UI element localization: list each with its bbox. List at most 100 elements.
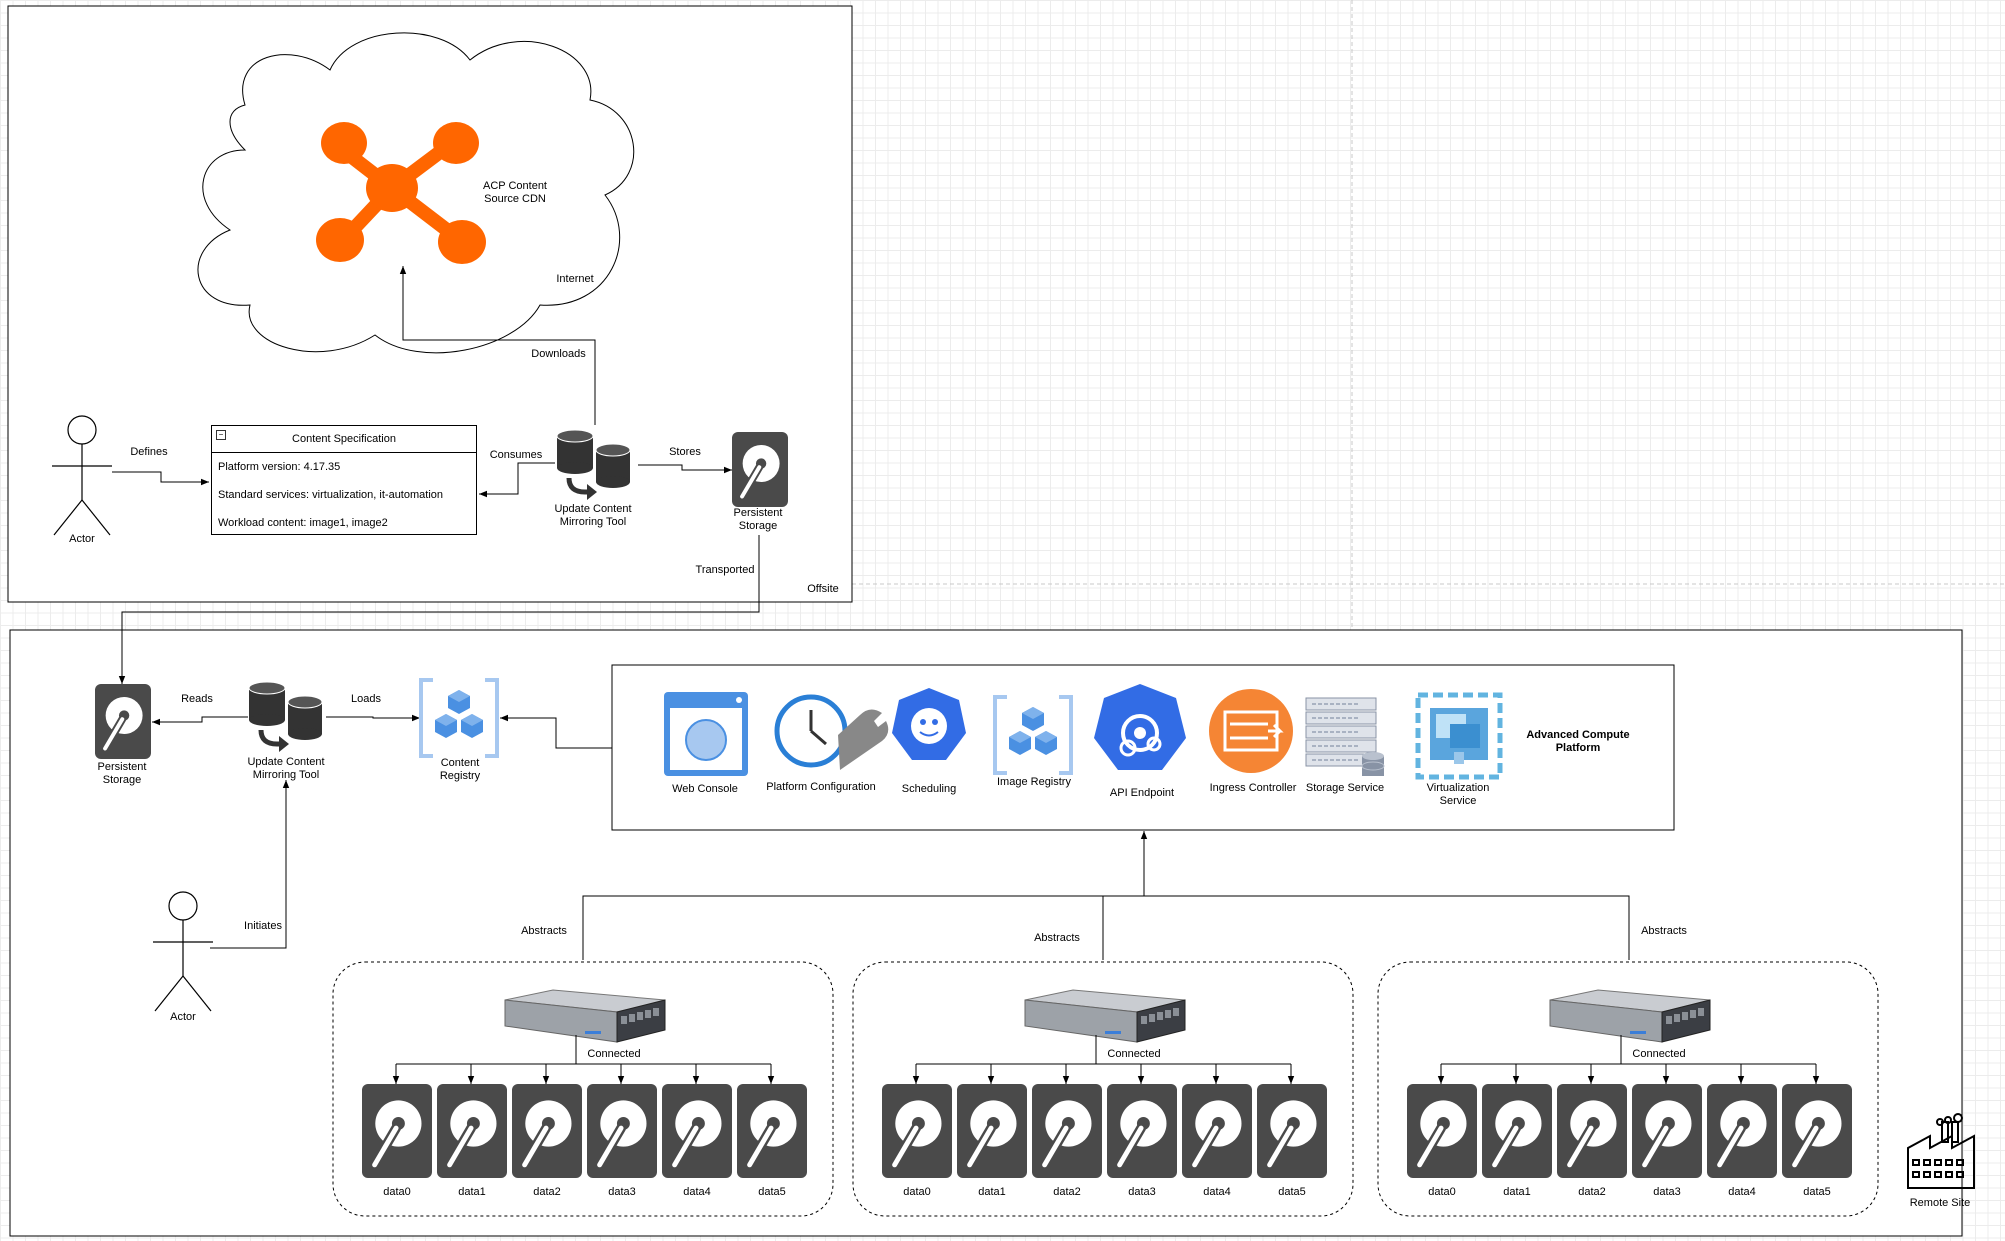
- service-label-virtualization: Virtualization Service: [1426, 782, 1490, 807]
- offsite-mirror-tool-label: Update Content Mirroring Tool: [554, 503, 632, 528]
- node-0-disk-icon-5: [737, 1084, 807, 1178]
- node-2-disk-icon-3: [1632, 1084, 1702, 1178]
- node-1-disk-label-3: data3: [1128, 1186, 1156, 1198]
- defines-label: Defines: [130, 446, 168, 458]
- node-2-connected-label: Connected: [1632, 1048, 1686, 1060]
- remote-actor-label: Actor: [170, 1011, 196, 1023]
- node-group-2: [1377, 961, 1879, 1217]
- api-endpoint-icon: [1094, 684, 1186, 770]
- service-label-image-registry: Image Registry: [997, 776, 1071, 788]
- node-2-disk-icon-5: [1782, 1084, 1852, 1178]
- consumes-label: Consumes: [489, 449, 543, 461]
- loads-label: Loads: [351, 693, 381, 705]
- content-specification-title: Content Specification: [292, 433, 396, 445]
- node-2-disk-label-0: data0: [1428, 1186, 1456, 1198]
- ingress-controller-icon: [1209, 689, 1293, 773]
- web-console-icon: [664, 692, 748, 776]
- transported-connector: [118, 535, 760, 684]
- platform-title: Advanced Compute Platform: [1526, 729, 1630, 754]
- remote-actor-icon: [153, 891, 213, 1012]
- virtualization-icon: [1415, 692, 1503, 780]
- platform-config-icon: [774, 694, 889, 770]
- node-1-connected-label: Connected: [1107, 1048, 1161, 1060]
- node-1-disk-icon-0: [882, 1084, 952, 1178]
- abstracts-label-0: Abstracts: [521, 925, 567, 937]
- offsite-actor-label: Actor: [69, 533, 95, 545]
- node-1-disk-icon-2: [1032, 1084, 1102, 1178]
- service-label-scheduling: Scheduling: [901, 783, 957, 795]
- offsite-persistent-storage-icon: [732, 432, 788, 507]
- node-1-disk-label-1: data1: [978, 1186, 1006, 1198]
- node-2-disk-icon-2: [1557, 1084, 1627, 1178]
- spec-row-platform-version: Platform version: 4.17.35: [218, 461, 341, 473]
- service-label-storage-service: Storage Service: [1305, 782, 1385, 794]
- storage-service-icon: [1305, 697, 1385, 776]
- node-0-connected-label: Connected: [587, 1048, 641, 1060]
- loads-connector: [326, 714, 420, 722]
- node-1-disk-label-0: data0: [903, 1186, 931, 1198]
- offsite-storage-label: Persistent Storage: [733, 507, 783, 532]
- platform-to-registry-connector: [500, 714, 612, 749]
- remote-persistent-storage-icon: [95, 684, 151, 759]
- node-1-disk-icon-1: [957, 1084, 1027, 1178]
- spec-row-workload-content: Workload content: image1, image2: [218, 517, 388, 529]
- node-2-disk-icon-4: [1707, 1084, 1777, 1178]
- node-2-connector-tree: [1437, 1035, 1820, 1084]
- node-2-disk-label-3: data3: [1653, 1186, 1681, 1198]
- reads-label: Reads: [181, 693, 213, 705]
- stores-label: Stores: [669, 446, 701, 458]
- abstracts-label-2: Abstracts: [1641, 925, 1687, 937]
- node-1-disk-icon-4: [1182, 1084, 1252, 1178]
- node-2-disk-label-1: data1: [1503, 1186, 1531, 1198]
- downloads-connector: [399, 266, 596, 425]
- collapse-icon[interactable]: −: [216, 430, 226, 440]
- node-0-disk-icon-2: [512, 1084, 582, 1178]
- initiates-connector: [210, 780, 290, 949]
- remote-mirror-tool-icon: [248, 681, 323, 752]
- content-specification-header: − Content Specification: [212, 426, 476, 453]
- factory-icon: [1907, 1113, 1975, 1189]
- service-label-ingress-controller: Ingress Controller: [1209, 782, 1297, 794]
- scheduling-icon: [892, 688, 966, 760]
- node-2-disk-icon-1: [1482, 1084, 1552, 1178]
- defines-connector: [112, 471, 209, 486]
- node-1-server-icon: [1024, 989, 1186, 1043]
- cdn-network-icon: [316, 122, 486, 264]
- remote-mirror-tool-label: Update Content Mirroring Tool: [247, 756, 325, 781]
- node-0-disk-label-5: data5: [758, 1186, 786, 1198]
- node-2-disk-label-5: data5: [1803, 1186, 1831, 1198]
- node-group-1: [852, 961, 1354, 1217]
- node-0-disk-label-1: data1: [458, 1186, 486, 1198]
- stores-connector: [638, 464, 732, 474]
- transported-label: Transported: [695, 564, 755, 576]
- cdn-label: ACP Content Source CDN: [482, 180, 547, 205]
- node-2-disk-icon-0: [1407, 1084, 1477, 1178]
- service-label-api-endpoint: API Endpoint: [1109, 787, 1175, 799]
- offsite-actor-icon: [52, 415, 112, 536]
- content-specification[interactable]: − Content Specification Platform version…: [211, 425, 477, 535]
- remote-site-label: Remote Site: [1909, 1197, 1971, 1209]
- node-2-disk-label-4: data4: [1728, 1186, 1756, 1198]
- node-2-disk-label-2: data2: [1578, 1186, 1606, 1198]
- node-0-connector-tree: [392, 1035, 775, 1084]
- node-0-disk-icon-1: [437, 1084, 507, 1178]
- downloads-label: Downloads: [531, 348, 586, 360]
- node-0-disk-icon-4: [662, 1084, 732, 1178]
- node-1-disk-label-2: data2: [1053, 1186, 1081, 1198]
- node-0-disk-label-2: data2: [533, 1186, 561, 1198]
- node-0-disk-icon-3: [587, 1084, 657, 1178]
- offsite-zone-label: Offsite: [807, 583, 839, 595]
- node-1-disk-label-4: data4: [1203, 1186, 1231, 1198]
- node-2-server-icon: [1549, 989, 1711, 1043]
- reads-connector: [152, 716, 248, 726]
- consumes-connector: [479, 462, 555, 498]
- node-0-disk-label-4: data4: [683, 1186, 711, 1198]
- offsite-mirror-tool-icon: [556, 429, 631, 500]
- service-label-platform-configuration: Platform Configuration: [766, 781, 876, 793]
- abstracts-bus: [582, 895, 1630, 960]
- spec-row-standard-services: Standard services: virtualization, it-au…: [218, 489, 443, 501]
- abstracts-label-1: Abstracts: [1034, 932, 1080, 944]
- internet-label: Internet: [556, 273, 594, 285]
